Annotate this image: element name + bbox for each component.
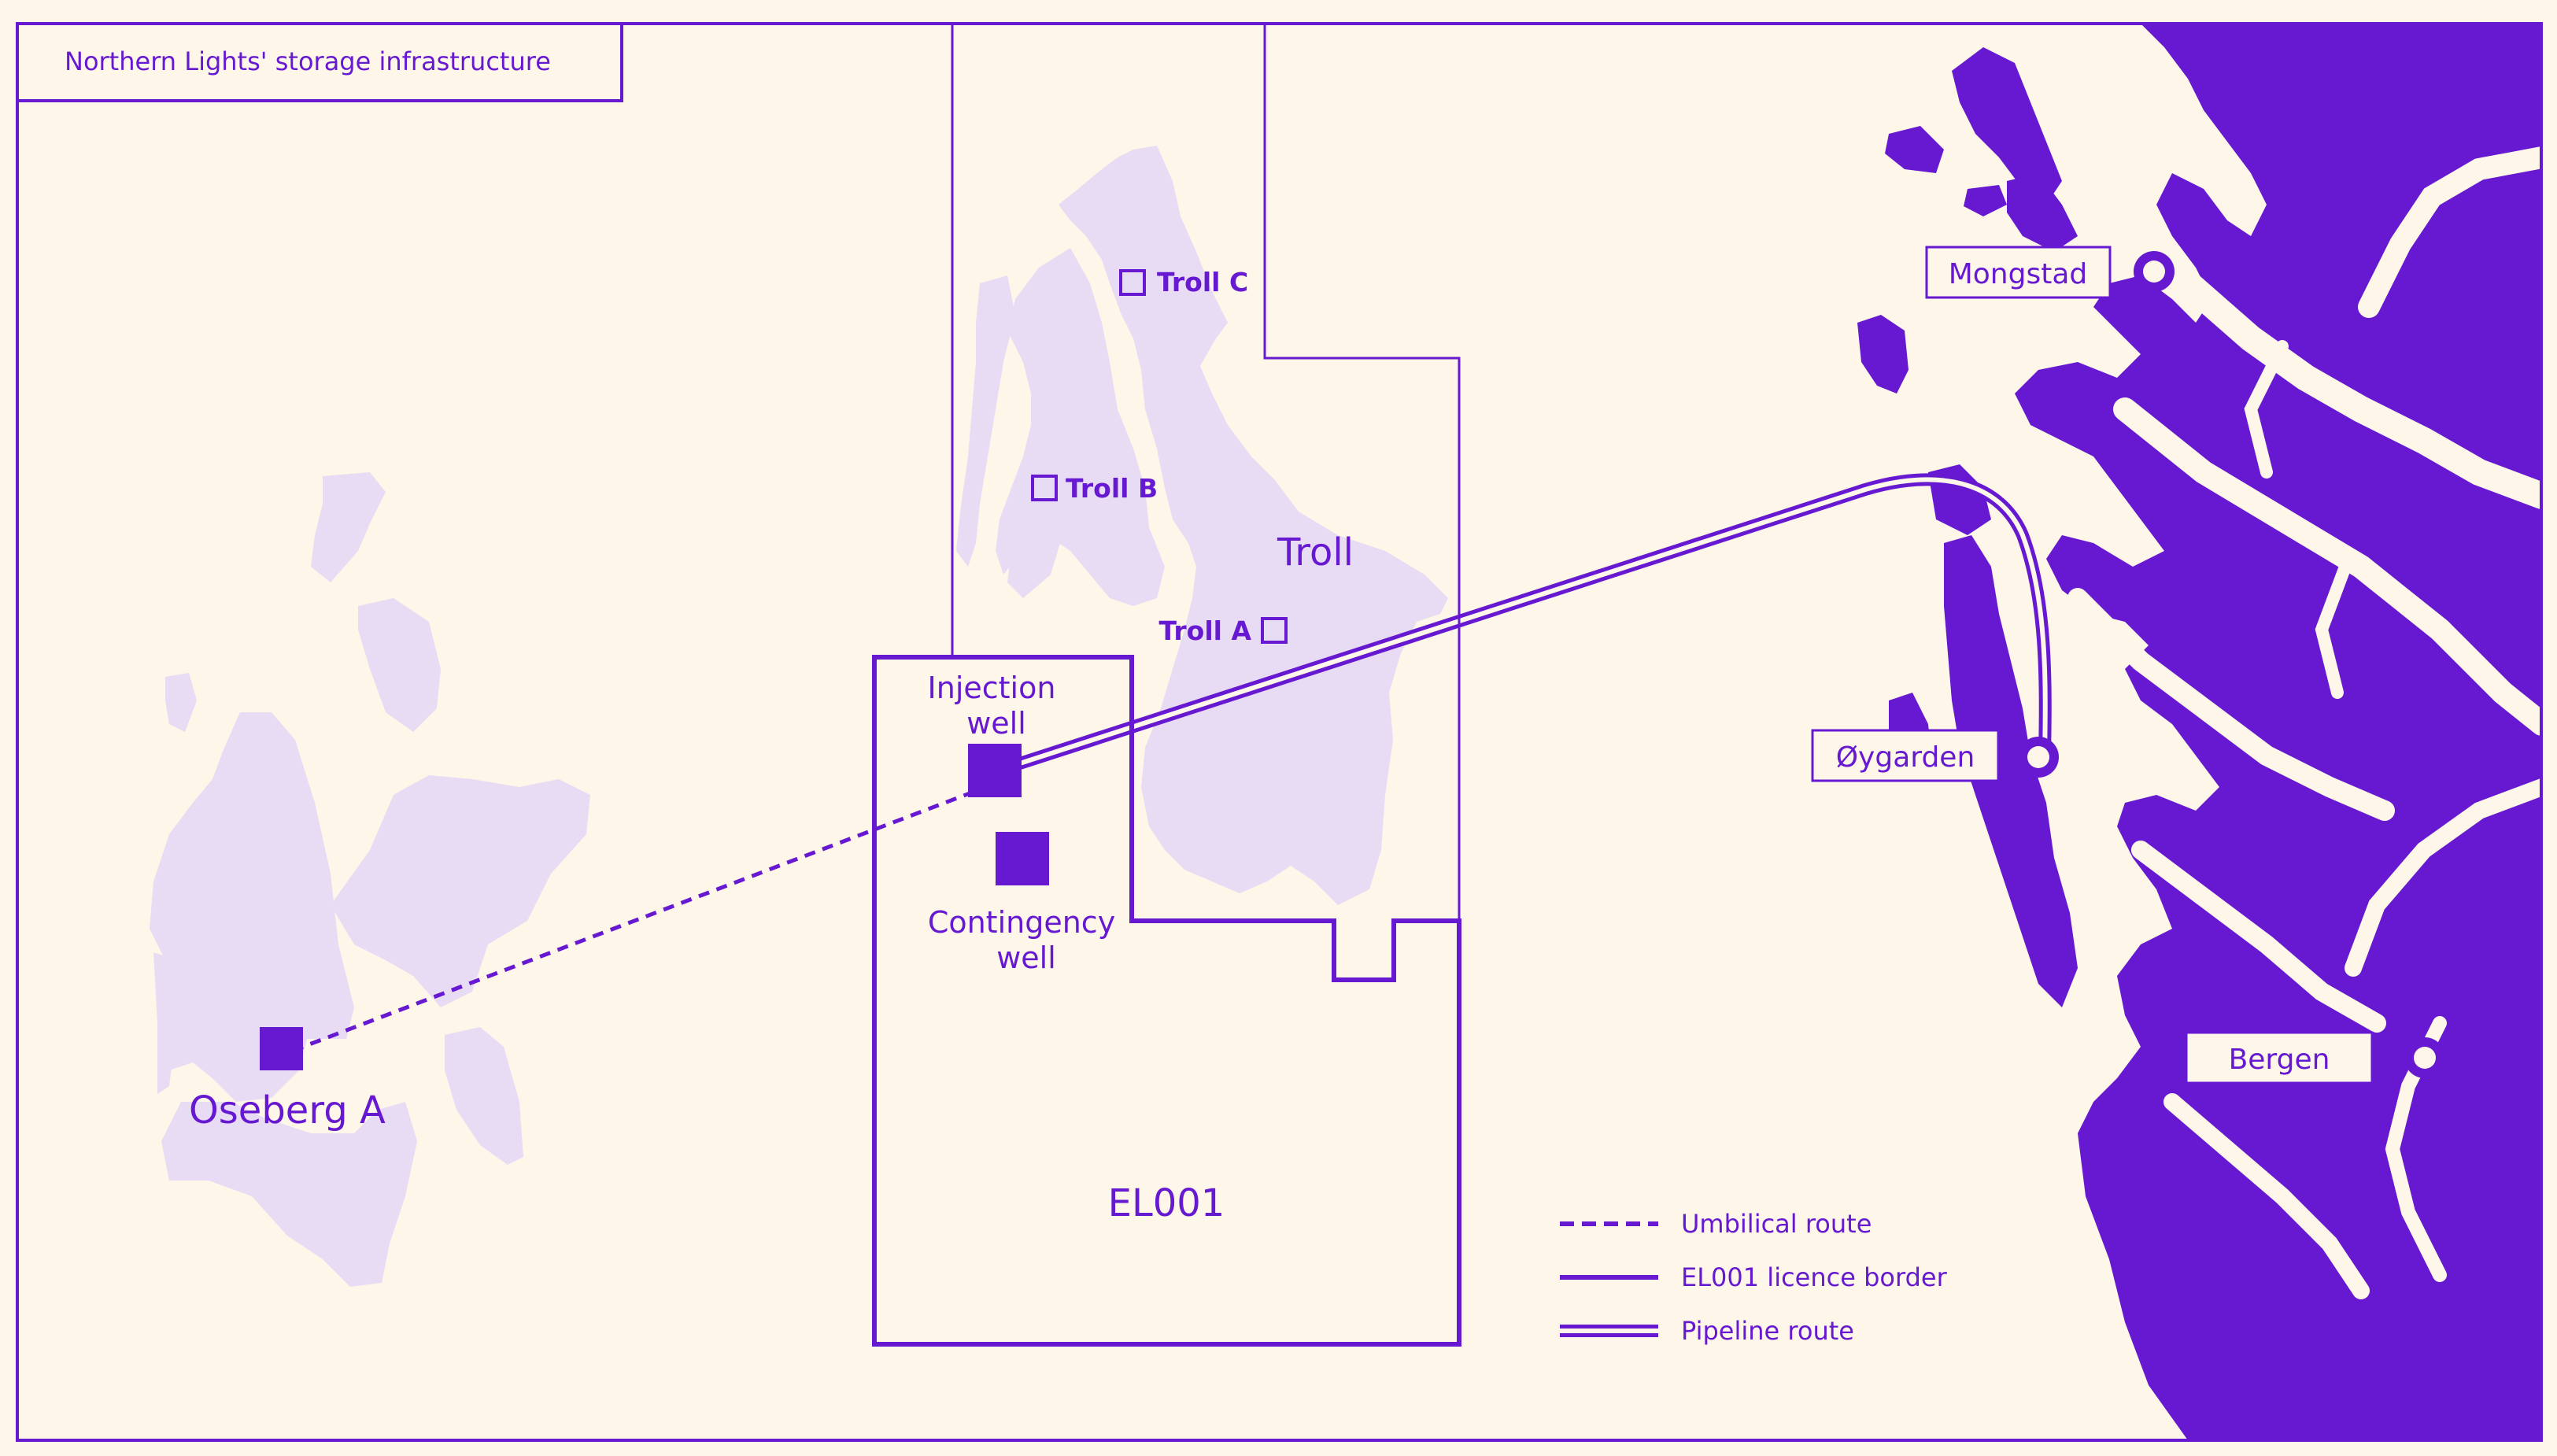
injection-well-marker xyxy=(968,744,1022,797)
troll-a-label: Troll A xyxy=(1159,615,1252,646)
troll-field-area xyxy=(956,146,1448,905)
contingency-well-marker xyxy=(996,832,1049,885)
map-title: Northern Lights' storage infrastructure xyxy=(65,46,551,76)
bergen-label-box: Bergen xyxy=(2185,1031,2374,1085)
oseberg-field-area xyxy=(150,472,590,1287)
oygarden-label: Øygarden xyxy=(1836,741,1975,774)
el001-label: EL001 xyxy=(1108,1181,1225,1225)
fjord-channels xyxy=(2067,146,2555,1299)
bergen-label: Bergen xyxy=(2229,1044,2330,1076)
pipeline-route xyxy=(993,473,2052,778)
contingency-well-label-line2: well xyxy=(996,940,1056,975)
mongstad-marker xyxy=(2134,251,2175,292)
el001-licence-border xyxy=(872,655,1461,1347)
troll-b-platform-marker xyxy=(1031,475,1058,501)
map-frame xyxy=(16,22,2543,1442)
oygarden-label-box: Øygarden xyxy=(1811,729,2000,782)
injection-well-label-line1: Injection xyxy=(928,671,1056,705)
umbilical-route xyxy=(292,789,977,1053)
troll-c-platform-marker xyxy=(1119,269,1146,296)
oseberg-a-label: Oseberg A xyxy=(189,1088,386,1133)
troll-field-label: Troll xyxy=(1277,530,1354,575)
contingency-well-label-line1: Contingency xyxy=(928,905,1115,940)
oseberg-a-platform-marker xyxy=(260,1027,303,1070)
legend-licence-border-label: EL001 licence border xyxy=(1681,1262,1948,1292)
oygarden-marker xyxy=(2018,737,2059,778)
licence-block-outlines xyxy=(951,24,1461,921)
legend-pipeline-label: Pipeline route xyxy=(1681,1316,1854,1346)
map-title-box: Northern Lights' storage infrastructure xyxy=(16,22,623,102)
legend: Umbilical route EL001 licence border Pip… xyxy=(1560,1209,1948,1346)
injection-well-label-line2: well xyxy=(966,706,1026,741)
mongstad-label-box: Mongstad xyxy=(1925,246,2112,299)
troll-a-platform-marker xyxy=(1261,617,1288,644)
legend-umbilical-label: Umbilical route xyxy=(1681,1209,1872,1239)
mongstad-label: Mongstad xyxy=(1949,258,2088,290)
troll-b-label: Troll B xyxy=(1066,473,1158,504)
troll-c-label: Troll C xyxy=(1157,267,1248,297)
bergen-marker xyxy=(2404,1037,2445,1078)
